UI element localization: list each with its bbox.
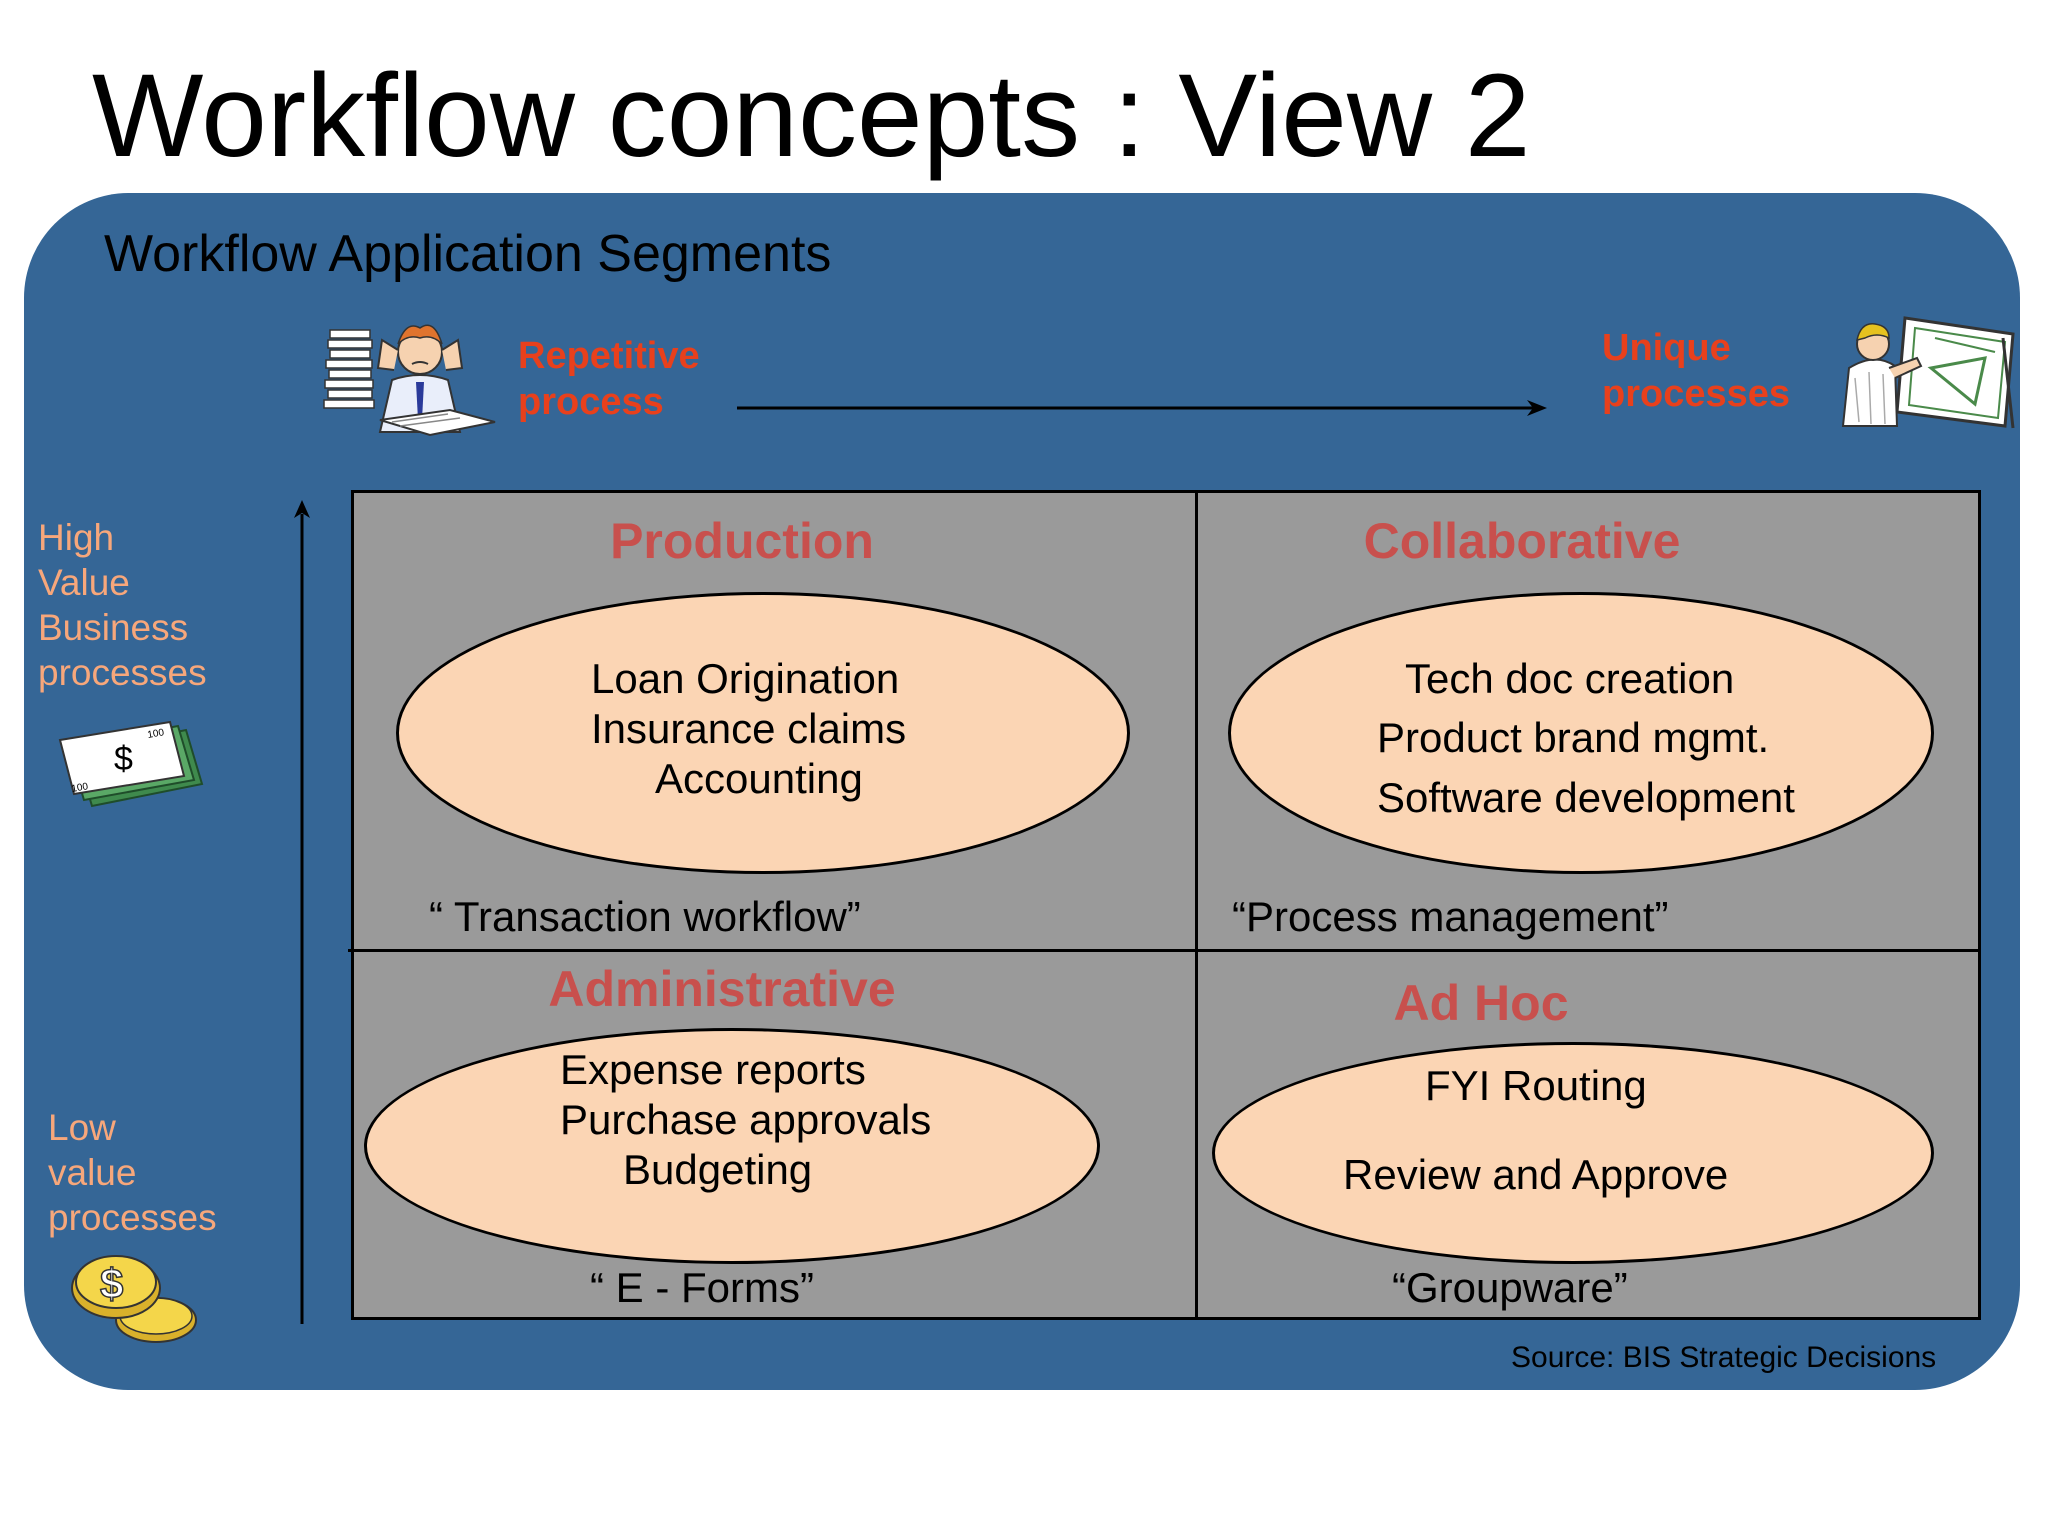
diagram-subtitle: Workflow Application Segments [104, 225, 832, 283]
high-value-label: High Value Business processes [38, 517, 207, 693]
grid-horizontal-divider [348, 949, 1981, 952]
collaborative-caption: “Process management” [1232, 893, 1669, 940]
adhoc-heading: Ad Hoc [1393, 975, 1569, 1031]
source-note: Source: BIS Strategic Decisions [1511, 1341, 1937, 1374]
money-bills-icon: $ 100 100 [58, 720, 204, 808]
adhoc-ellipse [1212, 1042, 1934, 1264]
repetitive-process-label: Repetitive process [518, 335, 700, 423]
low-value-label: Low value processes [48, 1107, 217, 1238]
denomination-top: 100 [147, 727, 166, 741]
horizontal-axis-arrow [737, 400, 1547, 416]
collaborative-item-3: Software development [1377, 774, 1795, 821]
engineer-drafting-icon [1841, 316, 2015, 429]
production-item-3: Accounting [655, 755, 863, 802]
production-caption: “ Transaction workflow” [429, 893, 861, 940]
dollar-symbol: $ [114, 740, 133, 778]
stressed-worker-icon [323, 324, 496, 437]
collaborative-heading: Collaborative [1363, 513, 1681, 569]
administrative-ellipse [364, 1028, 1100, 1264]
collaborative-item-2: Product brand mgmt. [1377, 714, 1770, 761]
production-ellipse [396, 592, 1130, 874]
administrative-heading: Administrative [548, 961, 896, 1017]
collaborative-ellipse [1228, 592, 1934, 874]
slide-title: Workflow concepts : View 2 [92, 50, 1531, 182]
adhoc-item-1: FYI Routing [1425, 1062, 1647, 1109]
denomination-bottom: 100 [71, 781, 90, 795]
administrative-caption: “ E - Forms” [590, 1264, 814, 1311]
grid-vertical-divider [1195, 490, 1198, 1320]
production-heading: Production [610, 513, 874, 569]
coin-dollar-symbol: $ [100, 1260, 123, 1307]
adhoc-item-2: Review and Approve [1343, 1151, 1729, 1198]
collaborative-item-1: Tech doc creation [1405, 655, 1735, 702]
adhoc-caption: “Groupware” [1392, 1264, 1628, 1311]
production-item-1: Loan Origination [591, 655, 900, 702]
vertical-axis-arrow [294, 500, 310, 1324]
unique-processes-label: Unique processes [1602, 327, 1791, 415]
administrative-item-3: Budgeting [623, 1146, 813, 1193]
production-item-2: Insurance claims [591, 705, 907, 752]
administrative-item-2: Purchase approvals [560, 1096, 932, 1143]
administrative-item-1: Expense reports [560, 1046, 866, 1093]
coins-icon: $ [71, 1255, 197, 1343]
